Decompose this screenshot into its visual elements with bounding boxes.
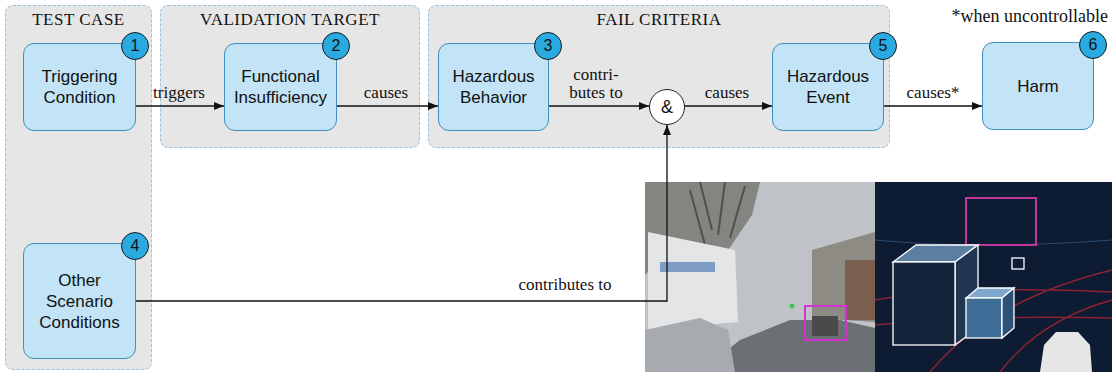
process-box: Triggering Condition1	[23, 43, 136, 131]
callout-number: 4	[121, 232, 149, 260]
building	[812, 232, 875, 322]
connector-arrow	[337, 105, 438, 106]
lidar-view	[875, 182, 1112, 372]
callout-number: 6	[1079, 31, 1107, 59]
edge-label: causes	[341, 84, 431, 102]
symbol-text: 2	[332, 38, 341, 54]
sky	[645, 182, 875, 372]
traffic-light	[790, 304, 795, 309]
parked-car	[645, 318, 735, 372]
symbol-text: 4	[131, 238, 140, 254]
group-band: FAIL CRITERIA Hazardous Behavior3 & Hazardo…	[428, 5, 890, 148]
group-band: VALIDATION TARGET Functional Insufficienc…	[160, 5, 420, 148]
footnote: *when uncontrollable	[952, 6, 1108, 26]
callout-number: 1	[121, 32, 149, 60]
edge-label: causes	[687, 84, 767, 102]
edge-label: contri- butes to	[563, 66, 629, 102]
group-title: VALIDATION TARGET	[161, 10, 419, 30]
edge-label: triggers	[136, 84, 222, 102]
connector-arrow	[136, 125, 667, 301]
symbol-text: 6	[1089, 37, 1098, 53]
symbol-text: 1	[131, 38, 140, 54]
truck-print	[660, 262, 715, 272]
box-label: Hazardous Behavior	[443, 66, 544, 108]
edge-label: causes*	[886, 84, 980, 102]
connector-arrow	[549, 105, 649, 106]
connector-arrow	[685, 105, 772, 106]
branches	[690, 182, 745, 245]
callout-number: 5	[869, 32, 897, 60]
projected-box	[966, 198, 1036, 245]
small-cube-front	[966, 298, 1002, 338]
edge-label: contributes to	[490, 276, 640, 294]
symbol-text: 5	[879, 38, 888, 54]
box-label: Harm	[987, 76, 1089, 97]
group-title: FAIL CRITERIA	[429, 10, 889, 30]
process-box: Functional Insufficiency2	[224, 43, 337, 131]
process-box: Hazardous Event5	[772, 43, 884, 131]
lead-car	[812, 316, 838, 336]
ego-car	[1040, 332, 1092, 372]
truck	[648, 232, 738, 330]
building-front	[845, 260, 875, 320]
connector-arrow	[884, 105, 982, 106]
small-cube-side	[1002, 288, 1014, 338]
symbol-text: &	[661, 98, 673, 116]
detection-box	[805, 306, 846, 340]
callout-number: 2	[322, 32, 350, 60]
process-box: Hazardous Behavior3	[438, 43, 549, 131]
cube-front	[893, 262, 955, 345]
callout-number: 3	[534, 32, 562, 60]
process-box: Other Scenario Conditions4	[23, 243, 136, 359]
small-object	[1012, 258, 1024, 269]
symbol-text: 3	[544, 38, 553, 54]
box-label: Other Scenario Conditions	[28, 270, 131, 333]
lidar-ground	[875, 182, 1112, 372]
group-title: TEST CASE	[6, 10, 151, 30]
camera-image	[645, 182, 875, 372]
box-label: Functional Insufficiency	[229, 66, 332, 108]
and-junction: &	[649, 89, 685, 125]
group-band: TEST CASE Triggering Condition1Other Scen…	[5, 5, 152, 370]
box-label: Hazardous Event	[777, 66, 879, 108]
process-box: Harm6	[982, 42, 1094, 130]
box-label: Triggering Condition	[28, 66, 131, 108]
connector-arrow	[136, 105, 224, 106]
